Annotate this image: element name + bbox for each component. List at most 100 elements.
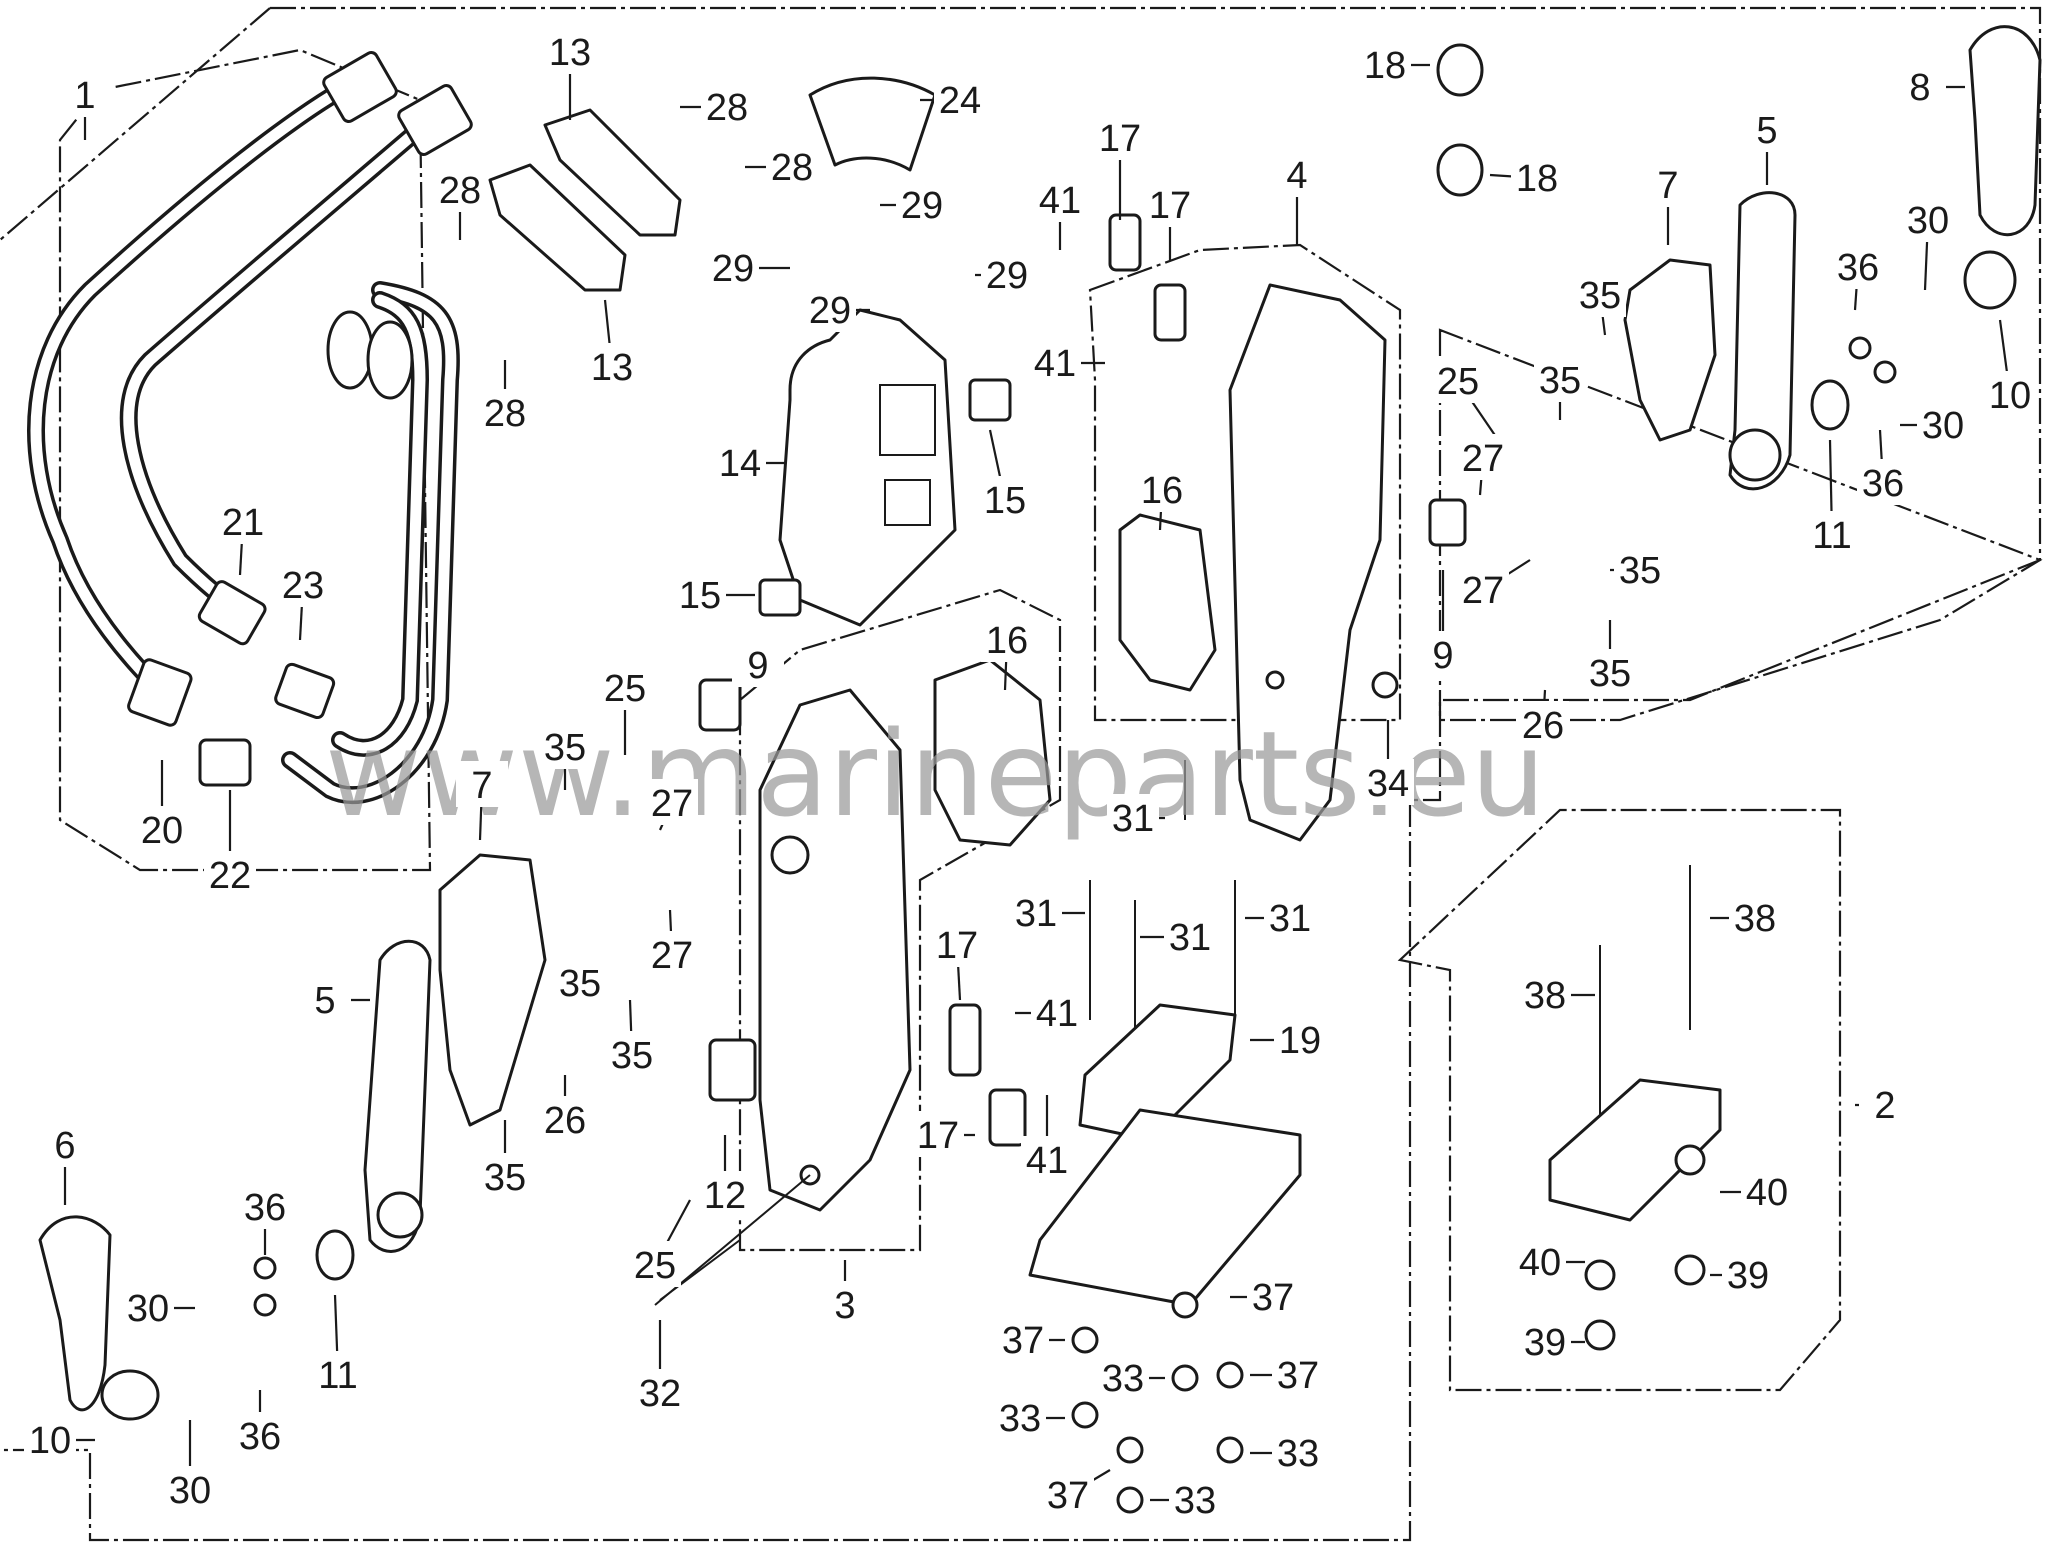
callout-bg-c33c xyxy=(1272,1429,1324,1475)
control-box-4 xyxy=(1118,283,1387,842)
part-number-label: 33 xyxy=(1102,1358,1144,1400)
part-number-label: 40 xyxy=(1519,1242,1561,1284)
callout-bg-c36d xyxy=(234,1412,286,1458)
part-number-label: 39 xyxy=(1524,1322,1566,1364)
callout-bg-c14 xyxy=(714,439,766,485)
part-number-label: 35 xyxy=(559,963,601,1005)
callout-bg-c28c xyxy=(479,389,531,435)
part-number-label: 38 xyxy=(1524,975,1566,1017)
part-number-label: 19 xyxy=(1279,1020,1321,1062)
callout-bg-c25b xyxy=(1432,357,1484,403)
cover-14-parts xyxy=(778,76,957,627)
part-number-label: 10 xyxy=(1989,375,2031,417)
part-number-label: 17 xyxy=(1099,118,1141,160)
gasket-19 xyxy=(1028,1003,1302,1307)
part-number-label: 30 xyxy=(1922,405,1964,447)
part-number-label: 29 xyxy=(809,290,851,332)
part-number-label: 35 xyxy=(544,727,586,769)
part-number-label: 29 xyxy=(712,248,754,290)
part-number-label: 31 xyxy=(1269,898,1311,940)
callout-bg-c41a xyxy=(1034,176,1086,222)
part-number-label: 20 xyxy=(141,810,183,852)
callout-bg-c12 xyxy=(699,1171,751,1217)
callout-bg-c27c xyxy=(1457,566,1509,612)
part-number-label: 30 xyxy=(169,1470,211,1512)
assembly-frames xyxy=(0,6,2043,1542)
part-number-label: 18 xyxy=(1364,45,1406,87)
part-number-label: 35 xyxy=(1539,360,1581,402)
part-number-label: 17 xyxy=(917,1115,959,1157)
part-number-label: 28 xyxy=(439,170,481,212)
part-number-label: 31 xyxy=(1112,798,1154,840)
callout-bg-c41b xyxy=(1029,339,1081,385)
callout-bg-c5b xyxy=(1741,106,1793,152)
part-number-label: 5 xyxy=(1756,110,1777,152)
part-number-label: 3 xyxy=(834,1285,855,1327)
callout-bg-c29d xyxy=(981,251,1033,297)
callout-bg-c26b xyxy=(1517,701,1569,747)
part-number-label: 12 xyxy=(704,1175,746,1217)
holder-7 xyxy=(438,258,1717,1127)
callout-bg-c11a xyxy=(312,1351,364,1397)
part-number-label: 15 xyxy=(679,575,721,617)
part-number-label: 31 xyxy=(1169,917,1211,959)
callout-bg-c31b xyxy=(1010,889,1062,935)
callout-bg-c15a xyxy=(979,476,1031,522)
callout-bg-c13b xyxy=(586,343,638,389)
part-number-label: 25 xyxy=(604,668,646,710)
callout-bg-c31c xyxy=(1164,913,1216,959)
part-number-label: 10 xyxy=(29,1420,71,1462)
panel-3-frame xyxy=(738,588,1062,1252)
watermark-text: www.marineparts.eu xyxy=(325,705,1546,843)
callout-bg-c35f xyxy=(554,959,606,1005)
part-number-label: 29 xyxy=(901,185,943,227)
part-number-label: 28 xyxy=(706,87,748,129)
callout-bg-c28a xyxy=(701,83,753,129)
callout-bg-c31a xyxy=(1107,794,1159,840)
part-number-label: 4 xyxy=(1286,155,1307,197)
part-number-label: 33 xyxy=(1174,1480,1216,1522)
callout-bg-c36a xyxy=(1832,243,1884,289)
callout-bg-c30d xyxy=(164,1466,216,1512)
part-number-label: 36 xyxy=(1862,463,1904,505)
part-number-label: 6 xyxy=(54,1125,75,1167)
callout-bg-c39a xyxy=(1519,1318,1571,1364)
callout-bg-c17d xyxy=(912,1111,964,1157)
part-number-label: 31 xyxy=(1015,893,1057,935)
part-number-label: 17 xyxy=(1149,185,1191,227)
part-number-label: 18 xyxy=(1516,158,1558,200)
part-number-label: 33 xyxy=(1277,1433,1319,1475)
callout-bg-c16a xyxy=(1136,466,1188,512)
part-number-label: 9 xyxy=(747,645,768,687)
part-number-label: 11 xyxy=(1812,515,1851,557)
part-number-label: 37 xyxy=(1252,1277,1294,1319)
callout-bg-c32 xyxy=(634,1369,686,1415)
callout-bg-c31d xyxy=(1264,894,1316,940)
callout-bg-c18a xyxy=(1359,41,1411,87)
callout-bg-c36b xyxy=(1857,459,1909,505)
callout-bg-c35c xyxy=(1534,356,1586,402)
callout-bg-c35b xyxy=(1574,271,1626,317)
callout-bg-c37b xyxy=(997,1316,1049,1362)
main-frame xyxy=(0,6,2042,1542)
part-number-label: 28 xyxy=(771,147,813,189)
part-number-label: 27 xyxy=(1462,570,1504,612)
part-number-label: 32 xyxy=(639,1373,681,1415)
part-number-label: 16 xyxy=(986,620,1028,662)
callout-bg-c29a xyxy=(896,181,948,227)
part-number-label: 16 xyxy=(1141,470,1183,512)
part-number-label: 13 xyxy=(549,32,591,74)
part-number-label: 35 xyxy=(1589,653,1631,695)
part-number-label: 39 xyxy=(1727,1255,1769,1297)
panel-4-frame xyxy=(1088,243,1402,722)
callout-bg-c27a xyxy=(646,779,698,825)
callout-bg-c29b xyxy=(707,244,759,290)
callout-bg-c26a xyxy=(539,1096,591,1142)
callout-bg-c9a xyxy=(732,641,784,687)
callout-bg-c24 xyxy=(934,76,986,122)
callout-bg-c35e xyxy=(1584,649,1636,695)
callout-bg-c36c xyxy=(239,1183,291,1229)
part-number-label: 35 xyxy=(1579,275,1621,317)
callout-bg-c30a xyxy=(1902,196,1954,242)
bracket-13-parts xyxy=(488,108,682,292)
